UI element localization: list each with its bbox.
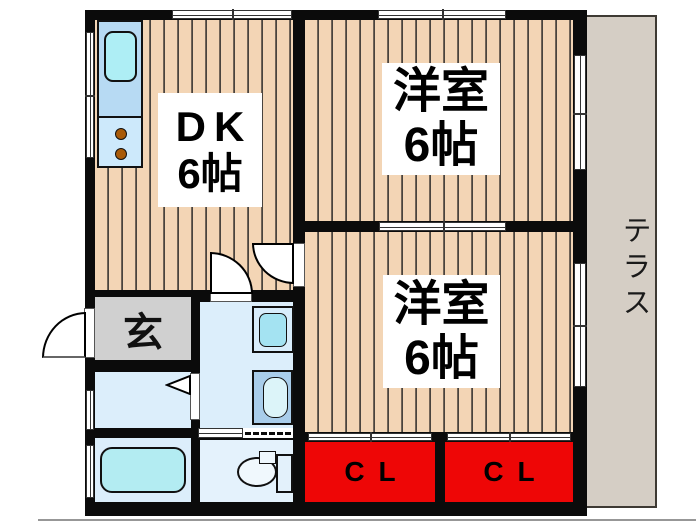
window-top-western-icon	[378, 9, 506, 20]
vanity-basin-icon	[263, 377, 288, 418]
window-left-bathroom-icon	[86, 445, 94, 498]
baseline-divider	[38, 519, 696, 521]
window-top-dk-icon	[172, 9, 292, 20]
terrace-area: テラス	[585, 15, 657, 508]
sliding-door-toilet-icon	[198, 428, 243, 438]
closet-left-label: CL	[344, 456, 410, 487]
western-room-top-label: 洋室 6帖	[382, 63, 500, 175]
closet-left: CL	[305, 442, 435, 502]
toilet-cistern-icon	[259, 451, 276, 464]
toilet-tank-icon	[276, 454, 293, 493]
window-right-bottom-icon	[573, 263, 587, 387]
sliding-door-closet-right-icon	[447, 432, 571, 442]
entrance-door-arc-icon	[42, 312, 86, 358]
dk-room-size: 6帖	[177, 150, 243, 197]
kitchen-stove-unit	[97, 116, 143, 168]
sliding-door-between-rooms-icon	[379, 221, 506, 232]
western-room-bottom-size: 6帖	[404, 331, 479, 385]
dashed-opening-icon	[243, 428, 293, 438]
kitchen-sink-icon	[104, 31, 137, 82]
washroom-opening-panel	[190, 373, 200, 420]
closet-right: CL	[445, 442, 573, 502]
western-room-bottom-label: 洋室 6帖	[383, 275, 500, 388]
window-right-top-icon	[573, 55, 587, 170]
sliding-door-closet-left-icon	[308, 432, 432, 442]
western-room-bottom-name: 洋室	[393, 277, 490, 331]
door-triangle-icon	[165, 375, 191, 395]
washing-machine-drum-icon	[259, 313, 287, 347]
western-room-top-size: 6帖	[403, 119, 479, 172]
western-room-top-name: 洋室	[392, 65, 489, 119]
dk-room-name: DK	[175, 102, 253, 150]
stove-burner-icon	[115, 148, 127, 160]
window-left-washroom-icon	[86, 390, 94, 430]
bathtub-icon	[100, 447, 186, 493]
entrance-genkan: 玄	[95, 297, 191, 360]
entrance-label: 玄	[123, 310, 163, 355]
dk-room-label: DK 6帖	[158, 93, 262, 207]
stove-burner-icon	[115, 128, 127, 140]
window-left-kitchen-icon	[85, 32, 95, 158]
terrace-label: テラス	[618, 215, 650, 323]
closet-right-label: CL	[483, 456, 549, 487]
dk-western-door-panel	[293, 243, 305, 287]
